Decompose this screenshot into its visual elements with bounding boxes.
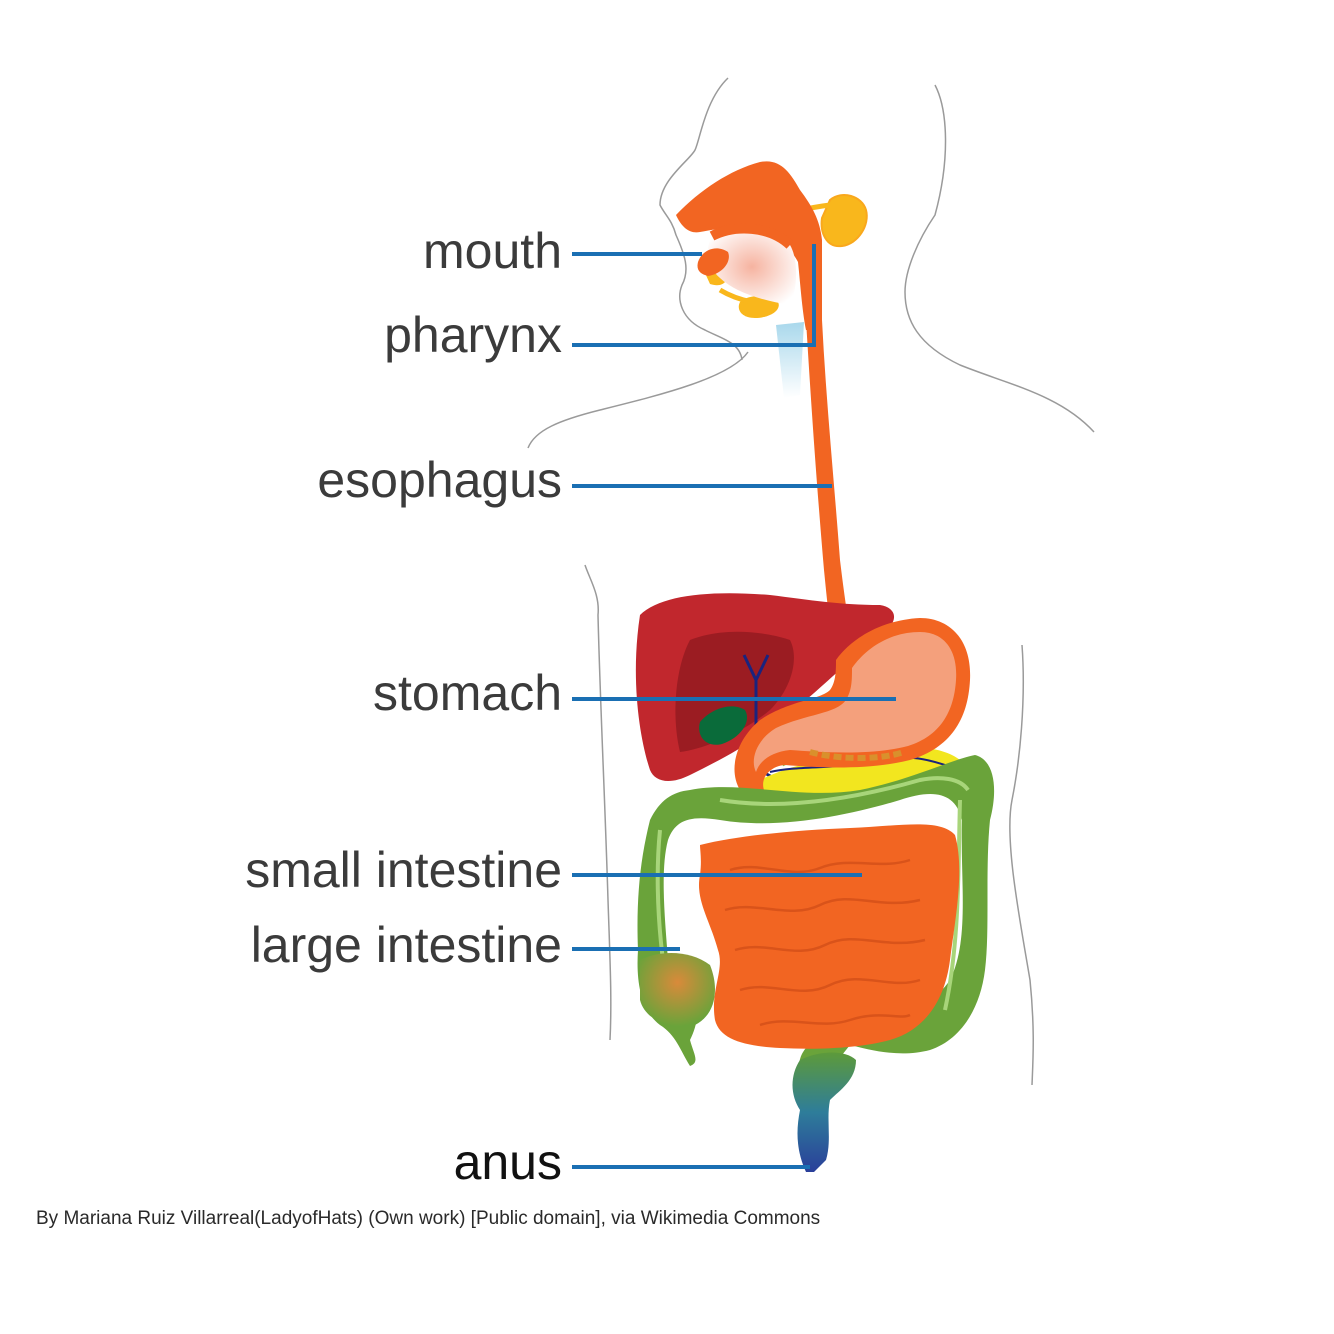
- image-credit: By Mariana Ruiz Villarreal(LadyofHats) (…: [36, 1208, 820, 1230]
- label-large-intestine: large intestine: [251, 916, 562, 974]
- rectum: [793, 1053, 857, 1173]
- label-esophagus: esophagus: [317, 451, 562, 509]
- label-stomach: stomach: [373, 664, 562, 722]
- label-pharynx: pharynx: [384, 306, 562, 364]
- label-anus: anus: [454, 1133, 562, 1191]
- label-small-intestine: small intestine: [245, 841, 562, 899]
- trachea: [776, 322, 804, 398]
- label-mouth: mouth: [423, 222, 562, 280]
- small-intestine-organ: [699, 824, 959, 1048]
